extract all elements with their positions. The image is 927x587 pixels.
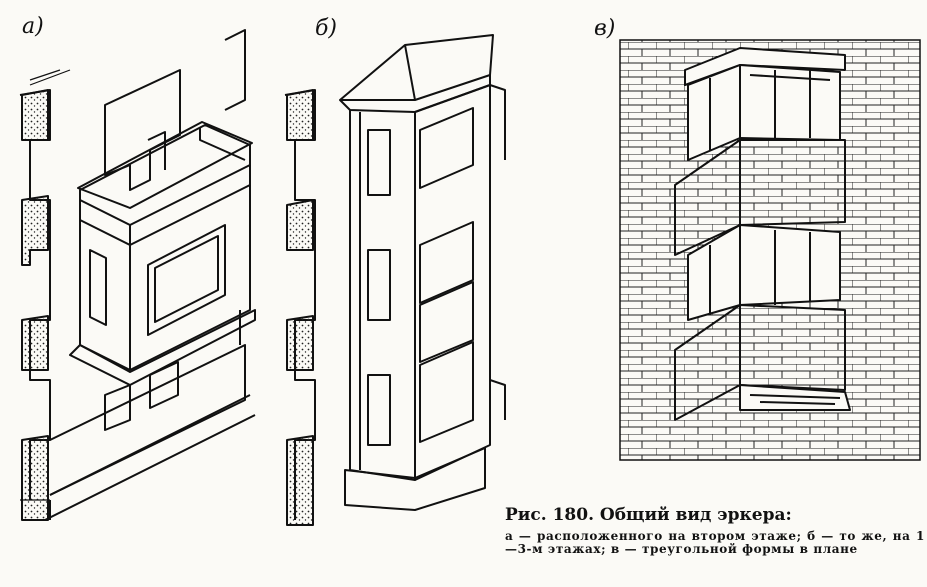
bay-window-second-floor-drawing — [19, 29, 256, 521]
figure-panel-a: а) — [0, 0, 300, 587]
caption-title: Рис. 180. Общий вид эркера: — [505, 505, 792, 525]
panel-label-b: б) — [315, 16, 338, 41]
caption-text: а — расположенного на втором этаже; б — … — [505, 529, 925, 556]
figure-caption: Рис. 180. Общий вид эркера: а — располож… — [505, 505, 925, 556]
triangular-bay-window-drawing — [619, 39, 921, 461]
panel-label-a: а) — [22, 14, 44, 39]
figure-panel-v: в) — [594, 0, 927, 470]
bay-window-three-floors-drawing — [284, 34, 506, 526]
panel-label-v: в) — [594, 16, 616, 41]
figure-panel-b: б) — [265, 0, 525, 587]
